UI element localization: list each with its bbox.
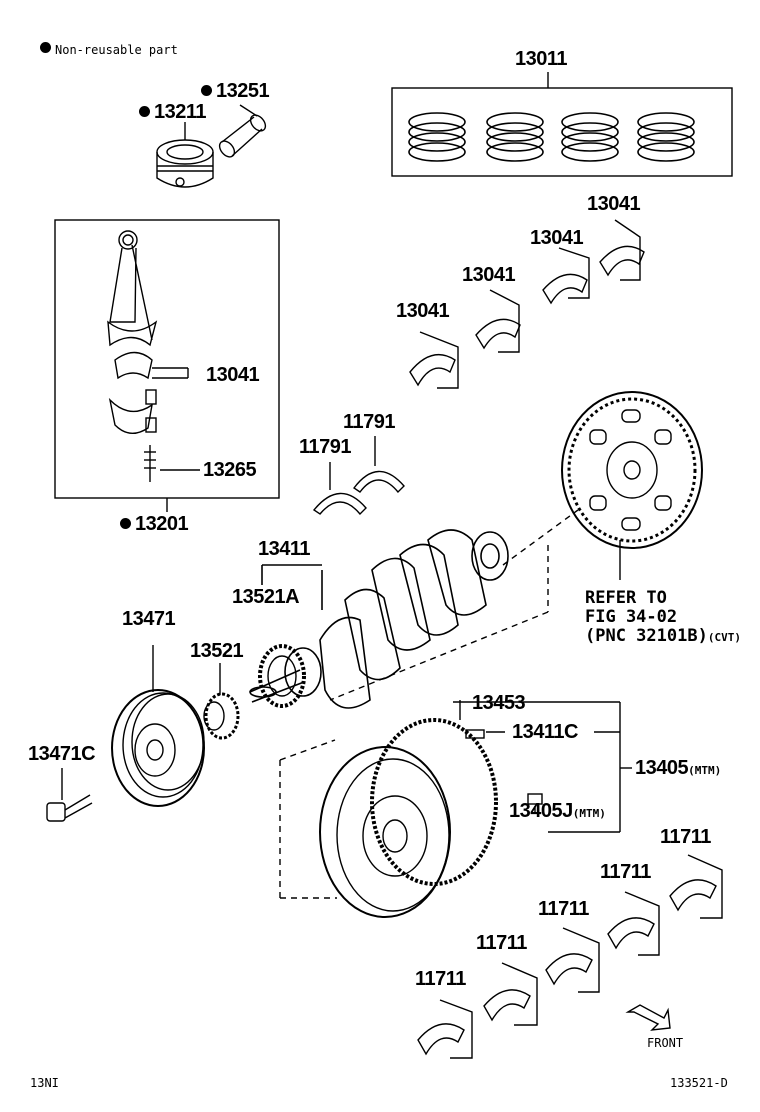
legend: Non-reusable part: [40, 42, 178, 57]
piston: [156, 122, 214, 188]
refer-line2: FIG 34-02: [585, 607, 678, 627]
part-13521A[interactable]: 13521A: [232, 586, 300, 608]
connecting-rod-assembly: [54, 219, 280, 512]
filled-dot-icon: [201, 85, 212, 96]
footer-right: 133521-D: [670, 1076, 728, 1090]
part-11711-d[interactable]: 11711: [600, 861, 651, 883]
part-13453[interactable]: 13453: [472, 692, 526, 714]
part-13041-c[interactable]: 13041: [530, 227, 584, 249]
part-11791-a[interactable]: 11791: [299, 436, 352, 458]
part-13201[interactable]: 13201: [120, 513, 189, 535]
part-13251[interactable]: 13251: [201, 80, 270, 102]
thrust-washers: [312, 436, 405, 516]
front-label: FRONT: [647, 1036, 684, 1050]
alignment-dashes: [279, 509, 579, 899]
main-bearing-upper-set: [409, 219, 645, 389]
refer-line3: (PNC 32101B)(CVT): [585, 626, 741, 646]
part-13471[interactable]: 13471: [122, 608, 176, 630]
drive-plate: [561, 391, 703, 580]
part-11711-e[interactable]: 11711: [660, 826, 711, 848]
filled-dot-icon: [40, 42, 51, 53]
part-11791-b[interactable]: 11791: [343, 411, 396, 433]
part-13265[interactable]: 13265: [203, 459, 257, 481]
part-11711-c[interactable]: 11711: [538, 898, 589, 920]
part-13411[interactable]: 13411: [258, 538, 311, 560]
legend-text: Non-reusable part: [55, 43, 178, 57]
main-bearing-lower-set: [417, 854, 723, 1059]
part-13041-b[interactable]: 13041: [462, 264, 516, 286]
refer-line1: REFER TO: [585, 588, 667, 608]
pulley-bolt: [46, 768, 93, 822]
part-13041-rod[interactable]: 13041: [206, 364, 260, 386]
part-13041-a[interactable]: 13041: [396, 300, 450, 322]
crankshaft-sprocket: [203, 663, 240, 740]
part-13041-d[interactable]: 13041: [587, 193, 641, 215]
filled-dot-icon: [139, 106, 150, 117]
part-13405[interactable]: 13405(MTM): [635, 757, 722, 779]
piston-ring-set: [391, 72, 733, 177]
part-13471C[interactable]: 13471C: [28, 743, 96, 765]
crankshaft-pulley: [111, 645, 205, 807]
part-13011[interactable]: 13011: [515, 48, 568, 70]
piston-pin: [218, 104, 267, 158]
part-11711-a[interactable]: 11711: [415, 968, 466, 990]
part-13405J[interactable]: 13405J(MTM): [509, 800, 606, 822]
flywheel: [319, 700, 632, 918]
part-13521[interactable]: 13521: [190, 640, 244, 662]
part-11711-b[interactable]: 11711: [476, 932, 527, 954]
filled-dot-icon: [120, 518, 131, 529]
footer-left: 13NI: [30, 1076, 59, 1090]
part-13411C[interactable]: 13411C: [512, 721, 578, 743]
part-13211[interactable]: 13211: [139, 101, 207, 123]
front-arrow-icon: [625, 1004, 671, 1031]
crankshaft-timing-gear: [258, 644, 306, 708]
